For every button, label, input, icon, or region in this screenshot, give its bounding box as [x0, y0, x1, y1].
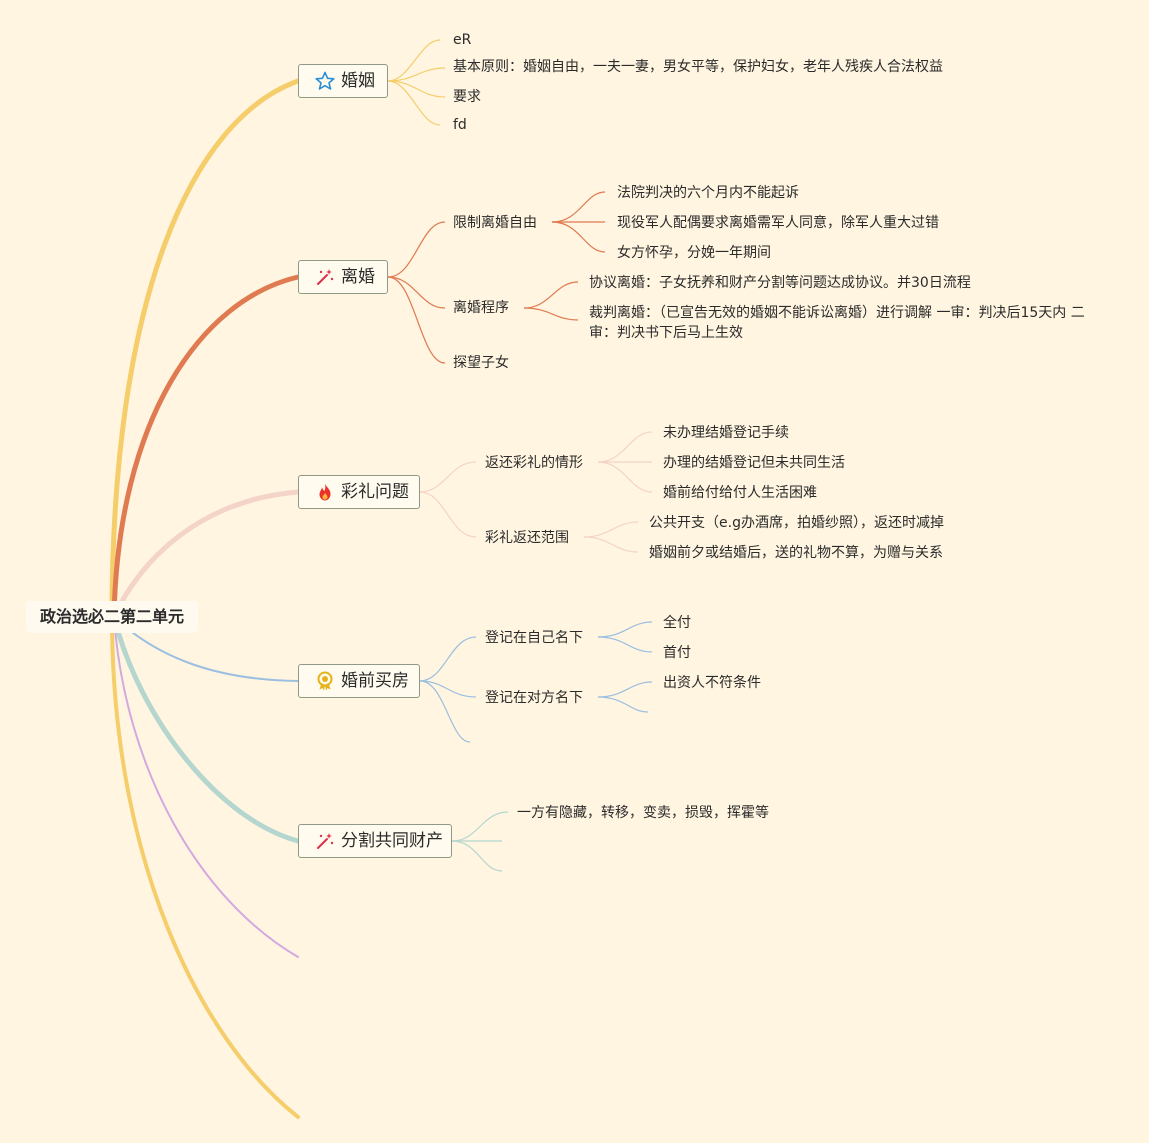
leaf-gifts[interactable]: 婚姻前夕或结婚后，送的礼物不算，为赠与关系 [649, 545, 943, 561]
leaf-registered-not-living[interactable]: 办理的结婚登记但未共同生活 [663, 455, 845, 471]
fire-icon [315, 482, 335, 502]
node-restrict-divorce[interactable]: 限制离婚自由 [453, 215, 537, 231]
topic-bride-price[interactable]: 彩礼问题 [298, 475, 420, 509]
leaf-er[interactable]: eR [453, 32, 472, 48]
topic-label: 彩礼问题 [341, 482, 409, 502]
leaf-full-payment[interactable]: 全付 [663, 615, 691, 631]
topic-label: 分割共同财产 [341, 831, 443, 851]
leaf-requirement[interactable]: 要求 [453, 89, 481, 105]
magic-wand-icon [315, 267, 335, 287]
leaf-basic-principle[interactable]: 基本原则：婚姻自由，一夫一妻，男女平等，保护妇女，老年人残疾人合法权益 [453, 59, 943, 75]
leaf-court-six-months[interactable]: 法院判决的六个月内不能起诉 [617, 185, 799, 201]
node-return-scope[interactable]: 彩礼返还范围 [485, 530, 569, 546]
leaf-no-registration[interactable]: 未办理结婚登记手续 [663, 425, 789, 441]
node-divorce-procedure[interactable]: 离婚程序 [453, 300, 509, 316]
leaf-investor-ineligible[interactable]: 出资人不符条件 [663, 675, 761, 691]
leaf-visit-children[interactable]: 探望子女 [453, 355, 509, 371]
star-icon [315, 71, 335, 91]
topic-divorce[interactable]: 离婚 [298, 260, 388, 294]
branch-line-marriage [109, 78, 301, 620]
topic-property-split[interactable]: 分割共同财产 [298, 824, 452, 858]
leaf-judicial-divorce[interactable]: 裁判离婚：（已宣告无效的婚姻不能诉讼离婚）进行调解 一审：判决后15天内 二审：… [589, 305, 1085, 341]
leaf-agreement-divorce[interactable]: 协议离婚：子女抚养和财产分割等问题达成协议。并30日流程 [589, 275, 971, 291]
node-own-name[interactable]: 登记在自己名下 [485, 630, 583, 646]
branch-line-bride-price [111, 489, 301, 620]
branch-line-divorce [111, 274, 301, 620]
node-return-cases[interactable]: 返还彩礼的情形 [485, 455, 583, 471]
leaf-public-expense[interactable]: 公共开支（e.g办酒席，拍婚纱照），返还时减掉 [649, 515, 944, 531]
topic-marriage[interactable]: 婚姻 [298, 64, 388, 98]
leaf-down-payment[interactable]: 首付 [663, 645, 691, 661]
topic-label: 婚前买房 [341, 671, 409, 691]
leaf-fd[interactable]: fd [453, 117, 467, 133]
branch-line-empty-purple [113, 616, 299, 958]
magic-wand-icon [315, 831, 335, 851]
topic-label: 婚姻 [341, 71, 375, 91]
leaf-hide-transfer[interactable]: 一方有隐藏，转移，变卖，损毁，挥霍等 [517, 805, 769, 821]
medal-icon [315, 671, 335, 691]
topic-premarital-house[interactable]: 婚前买房 [298, 664, 420, 698]
branch-line-empty-yellow [110, 615, 300, 1119]
leaf-pregnancy[interactable]: 女方怀孕，分娩一年期间 [617, 245, 771, 261]
topic-label: 离婚 [341, 267, 375, 287]
leaf-payer-hardship[interactable]: 婚前给付给付人生活困难 [663, 485, 817, 501]
leaf-military-spouse[interactable]: 现役军人配偶要求离婚需军人同意，除军人重大过错 [617, 215, 939, 231]
root-topic[interactable]: 政治选必二第二单元 [26, 601, 198, 633]
branch-line-property-split [111, 614, 301, 844]
node-other-name[interactable]: 登记在对方名下 [485, 690, 583, 706]
